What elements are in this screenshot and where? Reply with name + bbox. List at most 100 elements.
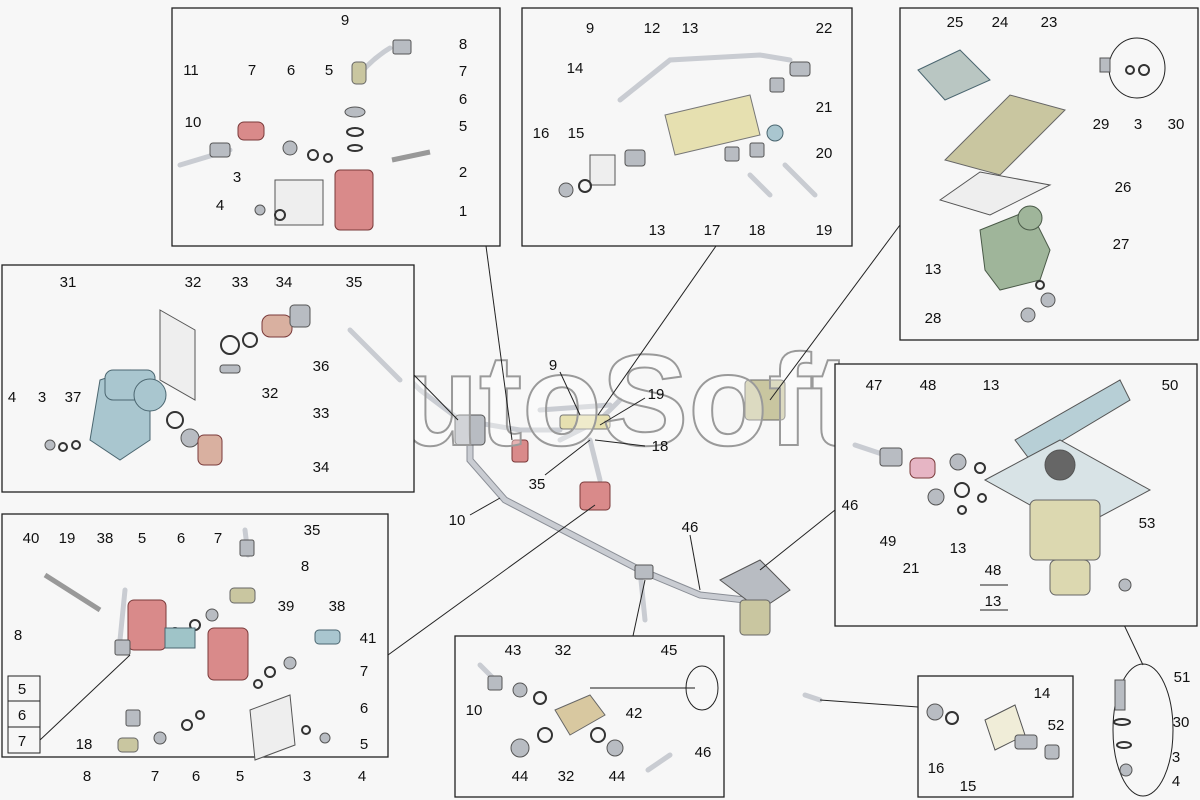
callout-2: 2 (459, 164, 467, 181)
callout-41: 41 (360, 630, 377, 647)
panel-g: 43 32 45 10 42 46 44 32 44 (454, 635, 725, 798)
callout-35: 35 (304, 522, 321, 539)
panel-e: 47 48 13 50 46 49 21 13 53 48 13 (834, 363, 1198, 627)
callout-3: 3 (233, 169, 241, 186)
callout-30: 30 (1173, 714, 1190, 731)
callout-44: 44 (609, 768, 626, 785)
callout-6: 6 (360, 700, 368, 717)
callout-32: 32 (555, 642, 572, 659)
callout-6: 6 (287, 62, 295, 79)
legend-7: 7 (18, 733, 26, 750)
callout-8: 8 (14, 627, 22, 644)
callout-49: 49 (880, 533, 897, 550)
callout-46: 46 (682, 519, 699, 536)
callout-42: 42 (626, 705, 643, 722)
callout-46: 46 (695, 744, 712, 761)
callout-15: 15 (960, 778, 977, 795)
callout-4: 4 (8, 389, 16, 406)
callout-45: 45 (661, 642, 678, 659)
callout-23: 23 (1041, 14, 1058, 31)
center-callouts: 9 19 18 35 10 46 (449, 357, 701, 591)
callout-32: 32 (558, 768, 575, 785)
callout-30: 30 (1168, 116, 1185, 133)
callout-40: 40 (23, 530, 40, 547)
callout-36: 36 (313, 358, 330, 375)
callout-13: 13 (649, 222, 666, 239)
callout-21: 21 (816, 99, 833, 116)
callout-14: 14 (567, 60, 584, 77)
callout-5: 5 (459, 118, 467, 135)
callout-22: 22 (816, 20, 833, 37)
callout-9: 9 (586, 20, 594, 37)
callout-51: 51 (1174, 669, 1191, 686)
callout-16: 16 (533, 125, 550, 142)
callout-21: 21 (903, 560, 920, 577)
fraction-denominator-13: 13 (985, 593, 1002, 610)
callout-13: 13 (950, 540, 967, 557)
panel-h: 14 52 16 15 (917, 675, 1074, 798)
bracket-center (744, 379, 786, 421)
callout-19: 19 (59, 530, 76, 547)
callout-50: 50 (1162, 377, 1179, 394)
callout-4: 4 (1172, 773, 1180, 790)
callout-13: 13 (983, 377, 1000, 394)
callout-8: 8 (459, 36, 467, 53)
callout-46: 46 (842, 497, 859, 514)
callout-26: 26 (1115, 179, 1132, 196)
connector-lines (387, 224, 1144, 708)
panel-d: 31 32 33 34 35 36 4 3 37 32 33 34 (1, 264, 415, 493)
callout-3: 3 (1172, 749, 1180, 766)
callout-28: 28 (925, 310, 942, 327)
callout-15: 15 (568, 125, 585, 142)
callout-52: 52 (1048, 717, 1065, 734)
callout-12: 12 (644, 20, 661, 37)
callout-34: 34 (313, 459, 330, 476)
callout-27: 27 (1113, 236, 1130, 253)
callout-5: 5 (325, 62, 333, 79)
oval-detail: 51 30 3 4 (1112, 663, 1191, 797)
callout-13: 13 (682, 20, 699, 37)
tee-block-center (559, 414, 611, 430)
callout-7: 7 (248, 62, 256, 79)
callout-32: 32 (185, 274, 202, 291)
callout-29: 29 (1093, 116, 1110, 133)
valve-block-center (454, 414, 486, 446)
callout-18: 18 (749, 222, 766, 239)
callout-33: 33 (232, 274, 249, 291)
callout-17: 17 (704, 222, 721, 239)
callout-18: 18 (76, 736, 93, 753)
callout-7: 7 (151, 768, 159, 785)
callout-8: 8 (83, 768, 91, 785)
callout-11: 11 (183, 62, 199, 79)
callout-38: 38 (97, 530, 114, 547)
callout-35: 35 (346, 274, 363, 291)
callout-19: 19 (648, 386, 665, 403)
callout-14: 14 (1034, 685, 1051, 702)
callout-32: 32 (262, 385, 279, 402)
callout-37: 37 (65, 389, 82, 406)
callout-16: 16 (928, 760, 945, 777)
callout-6: 6 (459, 91, 467, 108)
callout-38: 38 (329, 598, 346, 615)
panel-b: 9 12 13 22 14 21 16 15 20 13 17 18 19 (521, 7, 853, 247)
callout-13: 13 (925, 261, 942, 278)
callout-3: 3 (38, 389, 46, 406)
callout-7: 7 (360, 663, 368, 680)
panel-a: 9 8 11 7 6 5 7 6 10 5 2 3 1 4 (171, 7, 501, 247)
callout-5: 5 (236, 768, 244, 785)
callout-48: 48 (920, 377, 937, 394)
callout-1: 1 (459, 203, 467, 220)
callout-4: 4 (358, 768, 366, 785)
callout-47: 47 (866, 377, 883, 394)
callout-3: 3 (1134, 116, 1142, 133)
callout-33: 33 (313, 405, 330, 422)
callout-20: 20 (816, 145, 833, 162)
callout-7: 7 (459, 63, 467, 80)
callout-34: 34 (276, 274, 293, 291)
panel-c: 25 24 23 29 3 30 26 27 13 28 (899, 7, 1199, 341)
callout-18: 18 (652, 438, 669, 455)
red-valve-center (511, 439, 529, 463)
callout-19: 19 (816, 222, 833, 239)
callout-25: 25 (947, 14, 964, 31)
